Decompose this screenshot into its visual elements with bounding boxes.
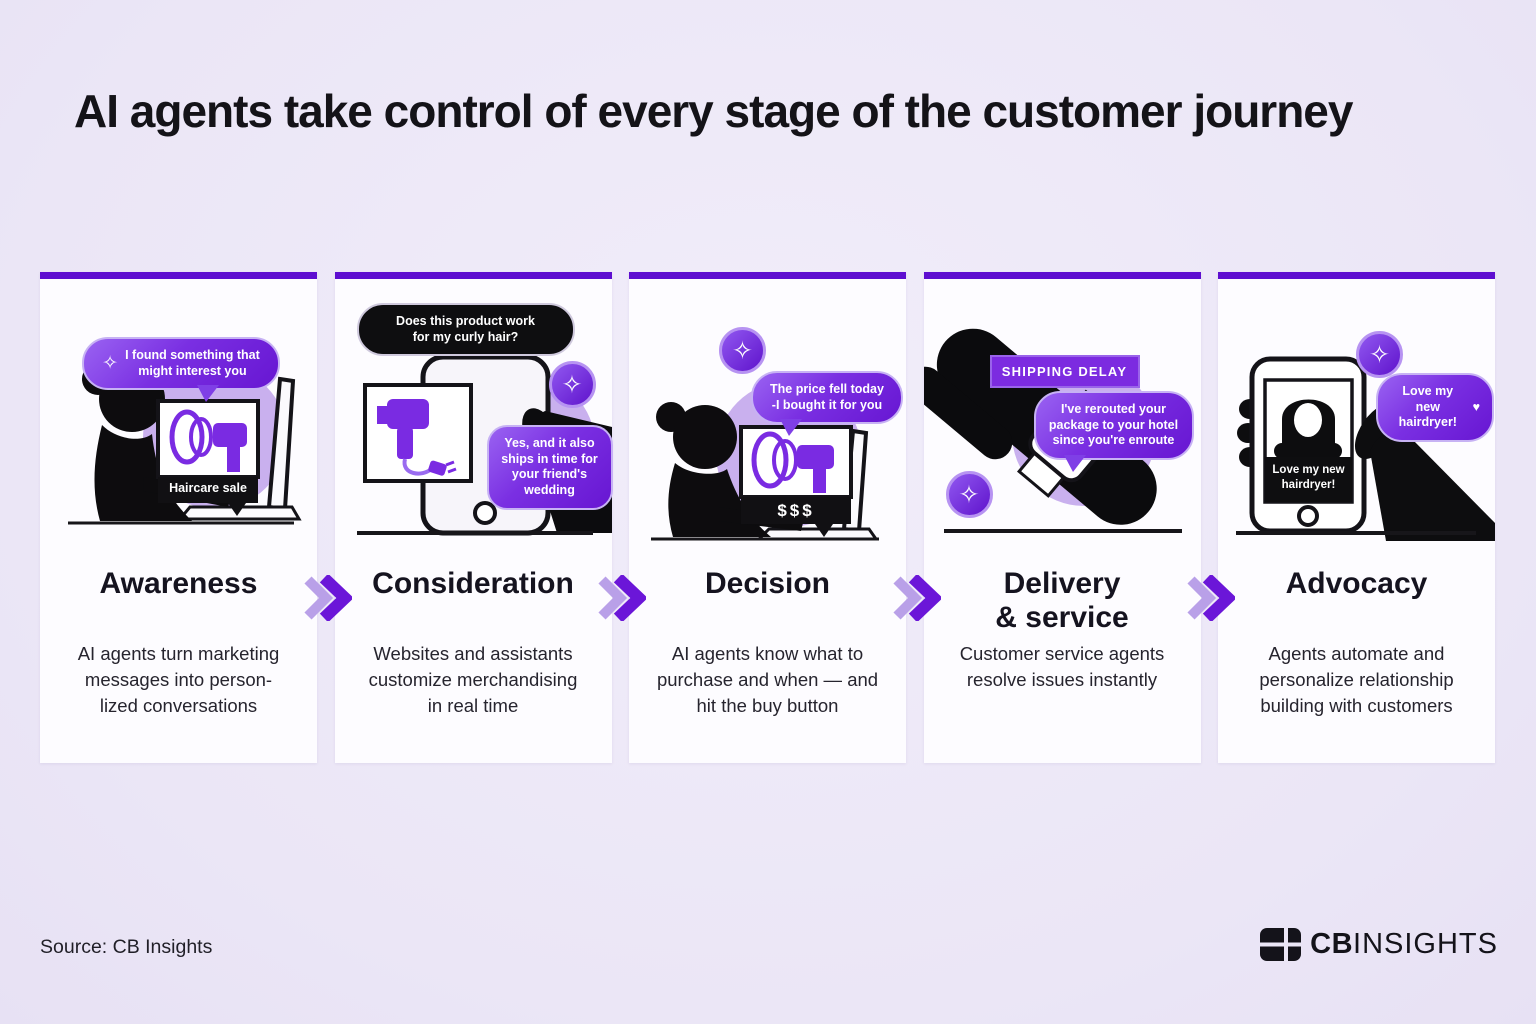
stage-card-awareness: ✧ I found something that might interest … — [40, 272, 317, 763]
stage-arrow-icon — [304, 575, 352, 621]
cb-insights-logo-mark — [1260, 928, 1302, 961]
phone-home-button — [1297, 505, 1319, 527]
hairdryer-airflow-2 — [772, 439, 798, 481]
agent-speech-bubble: The price fell today -I bought it for yo… — [751, 371, 903, 437]
sparkle-badge-icon: ✧ — [548, 361, 596, 408]
heart-icon: ♥ — [1472, 399, 1480, 414]
plug-prong — [444, 460, 455, 467]
customer-journey-stages: ✧ I found something that might interest … — [40, 272, 1495, 763]
consideration-illustration: Does this product work for my curly hair… — [335, 279, 613, 549]
stage-desc-delivery-service: Customer service agents resolve issues i… — [959, 643, 1165, 690]
portrait-face — [1294, 403, 1322, 437]
hairdryer-body — [213, 423, 247, 447]
stage-desc-awareness: AI agents turn marketing messages into p… — [77, 643, 280, 716]
sparkle-badge-icon: ✧ — [719, 327, 766, 374]
caption-bar — [1265, 457, 1352, 502]
awareness-illustration: ✧ I found something that might interest … — [40, 279, 317, 549]
ad-label-tail — [228, 503, 246, 516]
stage-card-advocacy: ✧ Love my new hairdryer! ♥ Love my new h… — [1218, 272, 1495, 763]
agent-bubble-text: I found something that might interest yo… — [125, 348, 260, 378]
hairdryer-nozzle — [376, 406, 389, 424]
cb-insights-logo: CBINSIGHTS — [1260, 928, 1498, 961]
stage-arrow-icon — [1187, 575, 1235, 621]
agent-speech-bubble: Love my new hairdryer! ♥ — [1376, 373, 1494, 442]
hairdryer-airflow-2 — [189, 417, 213, 457]
stage-card-delivery-service: SHIPPING DELAY I've rerouted your packag… — [923, 272, 1201, 763]
price-bar — [741, 497, 851, 524]
stage-title-consideration: Consideration — [372, 567, 574, 600]
power-plug — [427, 460, 447, 476]
agent-speech-bubble: I've rerouted your package to your hotel… — [1033, 391, 1194, 472]
phone-caption: Love my new hairdryer! — [1272, 464, 1345, 491]
hairdryer-airflow — [169, 409, 205, 465]
price-bar-tail — [815, 524, 833, 537]
hairdryer-handle — [227, 445, 240, 472]
stage-card-decision: ✧ The price fell today -I bought it for … — [629, 272, 906, 763]
stage-title-delivery-service: Delivery & service — [995, 567, 1129, 634]
decision-scene — [651, 381, 879, 541]
phone-home-button — [472, 501, 497, 525]
stage-title-awareness: Awareness — [99, 567, 258, 600]
advocacy-scene — [1236, 356, 1495, 541]
plug-prong-2 — [446, 467, 457, 474]
source-note: Source: CB Insights — [40, 936, 213, 958]
sparkle-icon: ✧ — [102, 353, 119, 375]
hairdryer-handle — [813, 467, 826, 493]
sparkle-badge-icon: ✧ — [945, 471, 993, 518]
woman-head — [673, 405, 737, 469]
advocacy-bubble-text: Love my new hairdryer! — [1398, 384, 1457, 430]
stage-card-consideration: Does this product work for my curly hair… — [334, 272, 613, 763]
hand-arm — [1370, 431, 1495, 541]
price-label: $$$ — [777, 501, 815, 520]
agent-speech-bubble: ✧ I found something that might interest … — [82, 337, 280, 403]
shipping-delay-banner: SHIPPING DELAY — [989, 355, 1140, 388]
ad-label-bar — [158, 477, 258, 503]
stage-title-advocacy: Advocacy — [1285, 567, 1428, 600]
brand-bold: CB — [1310, 928, 1354, 960]
stage-title-decision: Decision — [704, 567, 831, 600]
user-speech-bubble: Does this product work for my curly hair… — [356, 303, 575, 357]
agent-speech-bubble: Yes, and it also ships in time for your … — [486, 425, 613, 510]
portrait-shoulders — [1274, 443, 1342, 459]
stage-desc-decision: AI agents know what to purchase and when… — [656, 643, 879, 716]
cb-insights-logo-text: CBINSIGHTS — [1310, 928, 1498, 961]
stage-arrow-icon — [598, 575, 646, 621]
stage-desc-advocacy: Agents automate and personalize relation… — [1259, 643, 1454, 716]
sparkle-badge-icon: ✧ — [1356, 331, 1403, 378]
hairdryer-airflow — [751, 431, 789, 489]
hairdryer-body — [386, 399, 429, 429]
awareness-scene — [68, 363, 302, 525]
finger — [923, 366, 1012, 460]
power-cord — [402, 458, 432, 476]
delivery-illustration: SHIPPING DELAY I've rerouted your packag… — [923, 279, 1201, 549]
brand-light: INSIGHTS — [1353, 928, 1498, 960]
page-title: AI agents take control of every stage of… — [74, 85, 1353, 137]
decision-illustration: ✧ The price fell today -I bought it for … — [629, 279, 906, 549]
advocacy-illustration: ✧ Love my new hairdryer! ♥ Love my new h… — [1218, 279, 1495, 549]
hairdryer-body — [797, 445, 834, 469]
stage-desc-consideration: Websites and assistants customize mercha… — [368, 643, 578, 716]
hairdryer-handle — [396, 427, 413, 459]
stage-arrow-icon — [893, 575, 941, 621]
screen-label: Haircare sale — [169, 481, 247, 495]
